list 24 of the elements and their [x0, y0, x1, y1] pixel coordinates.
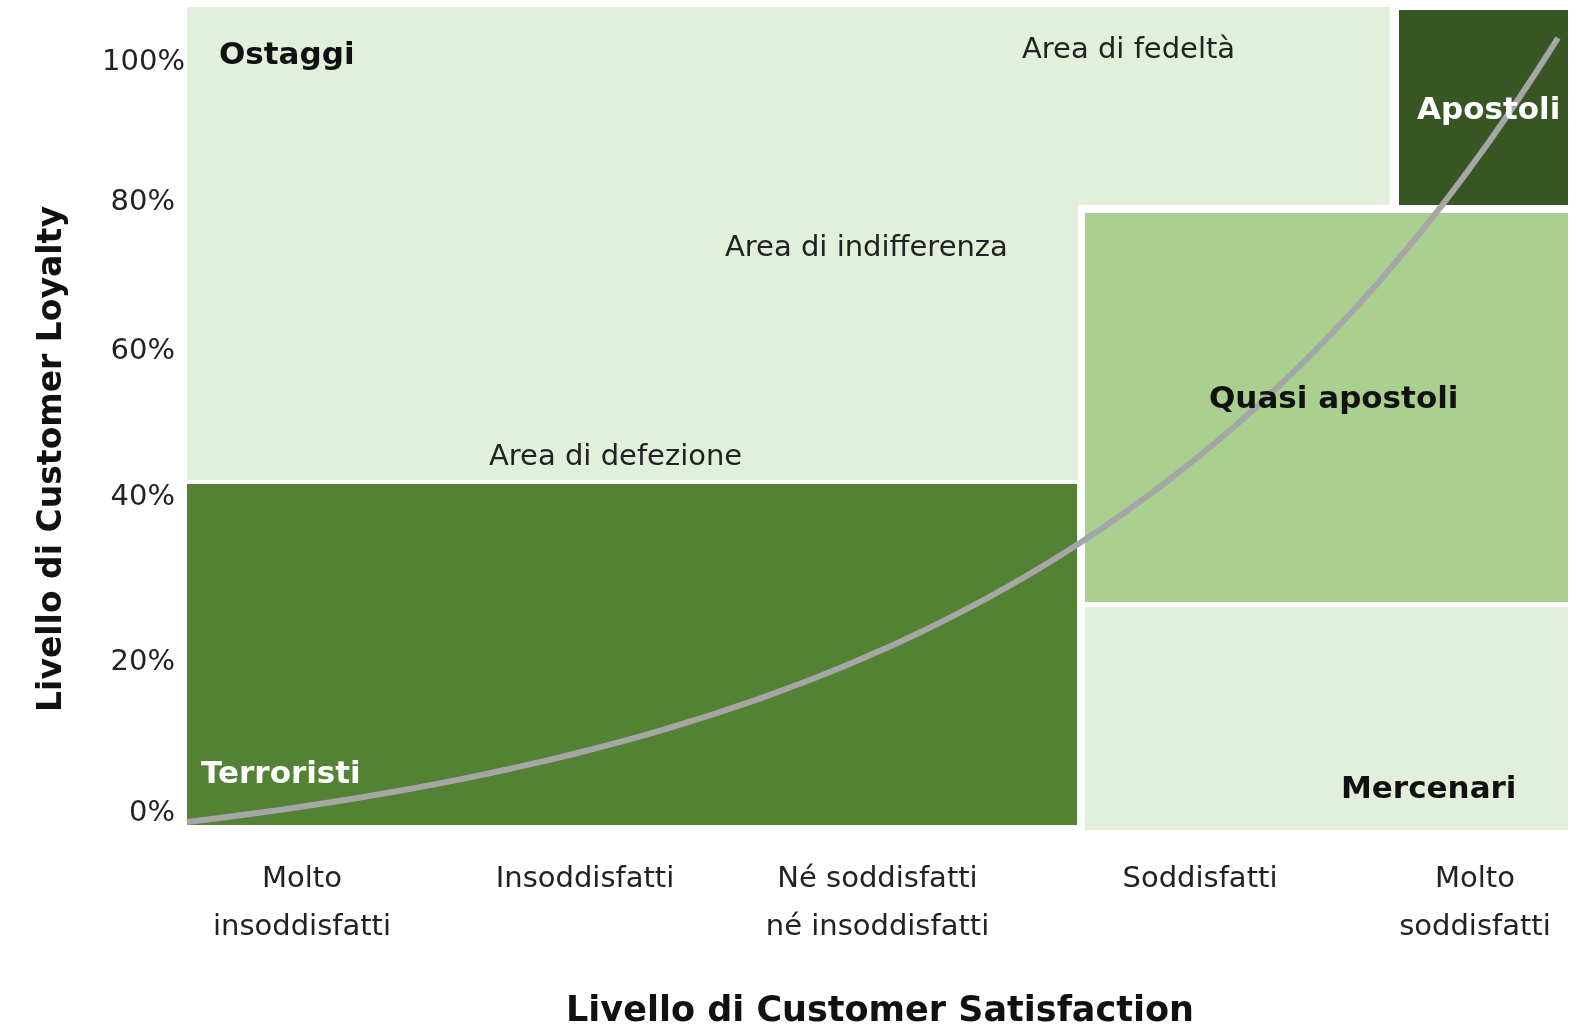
segment-label: Terroristi	[201, 754, 361, 790]
category-label: Soddisfatti	[1121, 859, 1279, 896]
segment-region	[1399, 10, 1568, 205]
segment-label: Ostaggi	[219, 35, 355, 71]
axis-tick-label: 100%	[101, 42, 185, 79]
segment-region	[1085, 213, 1568, 602]
category-label: Insoddisfatti	[494, 859, 676, 896]
axis-title: Livello di Customer Loyalty	[29, 205, 70, 714]
segment-region	[1085, 607, 1568, 830]
area-label: Area di fedeltà	[1022, 30, 1237, 67]
category-label: Né soddisfatti né insoddisfatti	[764, 859, 991, 944]
axis-tick-label: 40%	[109, 477, 175, 514]
axis-tick-label: 20%	[109, 642, 175, 679]
axis-tick-label: 60%	[109, 331, 175, 368]
category-label: Molto soddisfatti	[1398, 859, 1552, 944]
axis-tick-label: 80%	[109, 182, 175, 219]
axis-tick-label: 0%	[128, 793, 175, 830]
area-label: Area di defezione	[489, 437, 744, 474]
segment-region	[187, 484, 1077, 825]
category-label: Molto insoddisfatti	[211, 859, 393, 944]
area-label: Area di indifferenza	[725, 228, 1009, 265]
segment-label: Mercenari	[1341, 769, 1517, 805]
segment-label: Quasi apostoli	[1209, 379, 1459, 415]
axis-title: Livello di Customer Satisfaction	[565, 988, 1195, 1031]
